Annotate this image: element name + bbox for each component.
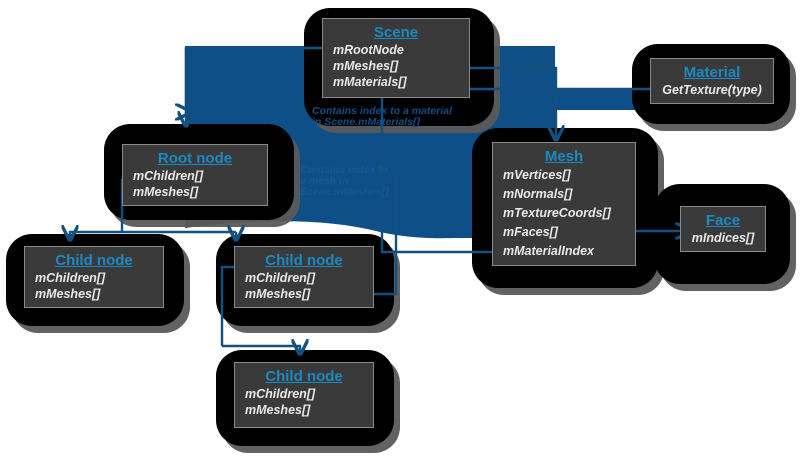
- field-mchildren: mChildren[]: [245, 271, 316, 285]
- node-face-fields: mIndices[]: [691, 230, 755, 246]
- node-child-middle-fields: mChildren[] mMeshes[]: [245, 270, 363, 302]
- node-child-middle-title: Child node: [265, 252, 343, 269]
- link-child-middle-child-bottom: [222, 346, 300, 354]
- field-gettexture: GetTexture(type): [662, 83, 762, 97]
- node-child-bottom[interactable]: Child node mChildren[] mMeshes[]: [234, 362, 374, 428]
- link-rootnode-child-left: [70, 232, 122, 240]
- field-mmaterialindex: mMaterialIndex: [503, 244, 595, 258]
- field-mmeshes: mMeshes[]: [245, 287, 311, 301]
- node-scene[interactable]: Scene mRootNode mMeshes[] mMaterials[]: [322, 18, 470, 98]
- node-mesh-fields: mVertices[] mNormals[] mTextureCoords[] …: [503, 166, 625, 261]
- field-mchildren: mChildren[]: [245, 387, 316, 401]
- node-face[interactable]: Face mIndices[]: [680, 206, 766, 252]
- node-material-fields: GetTexture(type): [661, 82, 763, 98]
- field-mnormals: mNormals[]: [503, 187, 573, 201]
- field-mmeshes: mMeshes[]: [245, 403, 311, 417]
- field-mindices: mIndices[]: [691, 231, 755, 245]
- node-face-title: Face: [705, 212, 741, 229]
- field-mmeshes: mMeshes[]: [333, 59, 399, 73]
- field-mmeshes: mMeshes[]: [133, 185, 199, 199]
- note-mesh-index: Contains index to a mesh in Scene.mMeshe…: [300, 164, 389, 198]
- node-root-node-fields: mChildren[] mMeshes[]: [133, 168, 257, 200]
- node-child-middle[interactable]: Child node mChildren[] mMeshes[]: [234, 246, 374, 308]
- field-mtexturecoords: mTextureCoords[]: [503, 206, 611, 220]
- note-material-index: Contains index to a material in Scene.mM…: [312, 105, 453, 128]
- node-material[interactable]: Material GetTexture(type): [650, 58, 774, 104]
- field-mchildren: mChildren[]: [133, 169, 204, 183]
- field-mvertices: mVertices[]: [503, 168, 571, 182]
- node-child-left-fields: mChildren[] mMeshes[]: [35, 270, 153, 302]
- node-root-node[interactable]: Root node mChildren[] mMeshes[]: [122, 144, 268, 206]
- node-child-left-title: Child node: [55, 252, 133, 269]
- node-child-left[interactable]: Child node mChildren[] mMeshes[]: [24, 246, 164, 308]
- node-mesh-title: Mesh: [544, 148, 584, 165]
- node-mesh[interactable]: Mesh mVertices[] mNormals[] mTextureCoor…: [492, 142, 636, 266]
- field-mrootnode: mRootNode: [333, 43, 404, 57]
- node-material-title: Material: [683, 64, 741, 81]
- field-mchildren: mChildren[]: [35, 271, 106, 285]
- node-child-bottom-fields: mChildren[] mMeshes[]: [245, 386, 363, 418]
- node-root-node-title: Root node: [157, 150, 233, 167]
- field-mmeshes: mMeshes[]: [35, 287, 101, 301]
- field-mmaterials: mMaterials[]: [333, 75, 407, 89]
- node-scene-title: Scene: [373, 24, 419, 41]
- node-child-bottom-title: Child node: [265, 368, 343, 385]
- node-scene-fields: mRootNode mMeshes[] mMaterials[]: [333, 42, 459, 90]
- field-mfaces: mFaces[]: [503, 225, 558, 239]
